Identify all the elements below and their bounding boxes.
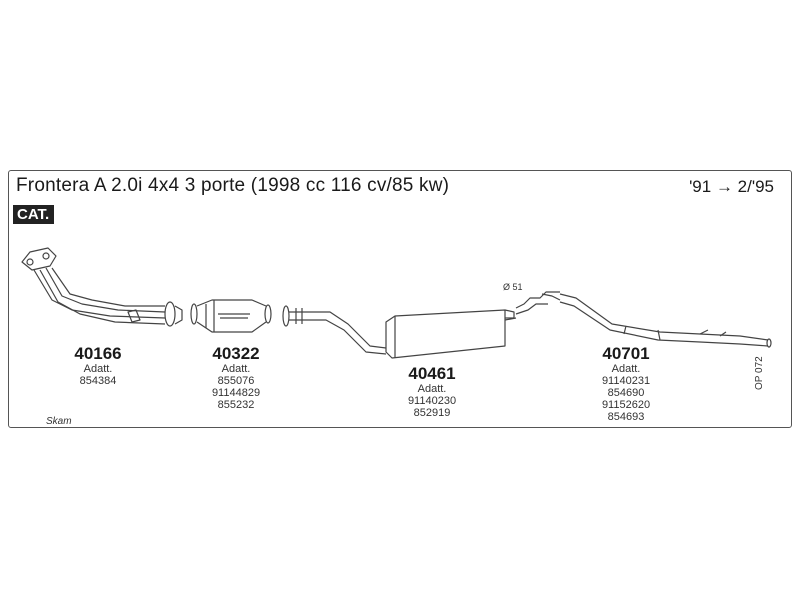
part-ref: 854690 — [607, 387, 645, 399]
part-label-40461: 40461 Adatt. 91140230 852919 — [408, 364, 456, 419]
part-number: 40701 — [602, 344, 650, 363]
part-ref: 855076 — [217, 375, 255, 387]
vehicle-title: Frontera A 2.0i 4x4 3 porte (1998 cc 116… — [16, 175, 450, 196]
part-ref: 91144829 — [211, 387, 261, 399]
front-pipe-40166 — [21, 247, 183, 327]
diagram-panel — [8, 170, 792, 428]
part-ref: 852919 — [413, 407, 451, 419]
brand-logo: Skam — [46, 416, 72, 427]
part-number: 40461 — [408, 364, 456, 383]
part-note: Adatt. — [417, 383, 447, 395]
part-label-40166: 40166 Adatt. 854384 — [74, 344, 121, 387]
part-number: 40322 — [212, 344, 260, 363]
part-ref: 91140231 — [601, 375, 651, 387]
part-ref: 855232 — [217, 399, 255, 411]
part-number: 40166 — [74, 344, 122, 363]
part-label-40701: 40701 Adatt. 91140231 854690 91152620 85… — [602, 344, 650, 423]
part-ref: 854693 — [607, 411, 645, 423]
drawing-code: OP 072 — [754, 356, 765, 390]
rear-pipe-40701 — [515, 291, 772, 348]
middle-silencer-40461 — [282, 305, 517, 359]
part-ref: 91152620 — [601, 399, 651, 411]
part-note: Adatt. — [83, 363, 113, 375]
diameter-label: Ø 51 — [503, 282, 523, 292]
cat-badge: CAT. — [13, 205, 55, 224]
part-ref: 854384 — [79, 375, 117, 387]
part-label-40322: 40322 Adatt. 855076 91144829 855232 — [212, 344, 260, 411]
part-ref: 91140230 — [407, 395, 457, 407]
part-note: Adatt. — [611, 363, 641, 375]
catalytic-converter-40322 — [190, 299, 272, 333]
part-note: Adatt. — [221, 363, 251, 375]
year-range: '91 → 2/'95 — [689, 177, 774, 196]
